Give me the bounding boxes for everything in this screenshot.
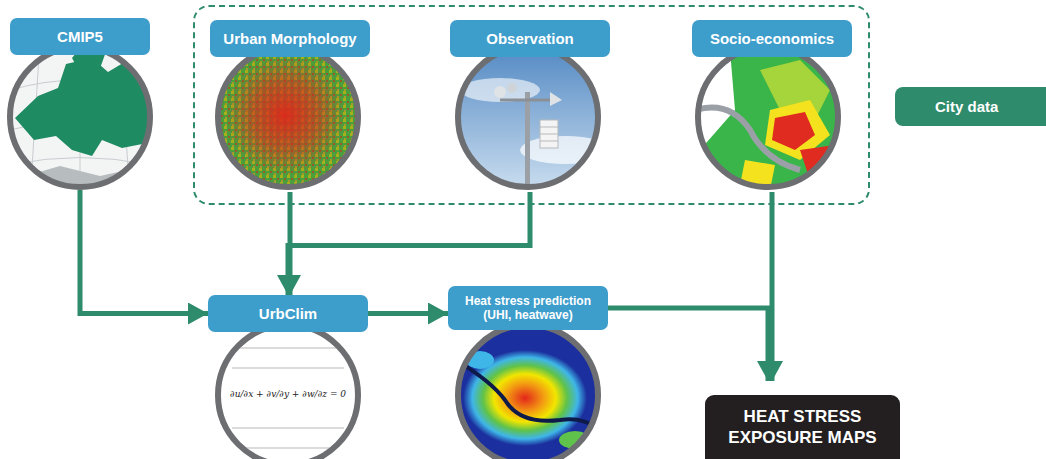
output-title: HEAT STRESS EXPOSURE MAPS xyxy=(715,406,890,448)
node-tab: Observation xyxy=(450,20,610,57)
node-tab: CMIP5 xyxy=(10,18,150,55)
group-label: City data xyxy=(895,87,1046,126)
source-node: Observation xyxy=(450,20,610,192)
source-node: Heat stress prediction (UHI, heatwave) xyxy=(448,286,608,459)
node-tab: UrbClim xyxy=(208,295,368,332)
urban-morphology-map xyxy=(210,40,370,200)
node-tab: Urban Morphology xyxy=(210,20,370,57)
heat-stress-map xyxy=(450,320,610,459)
socio-economic-map xyxy=(690,40,850,200)
node-tab: Socio-economics xyxy=(692,20,852,57)
node-tab: Heat stress prediction (UHI, heatwave) xyxy=(448,286,608,330)
flow-arrow xyxy=(368,311,448,316)
europe-map xyxy=(0,38,160,200)
flow-arrow xyxy=(80,190,208,314)
flow-arrow xyxy=(288,192,530,295)
flow-arrow xyxy=(608,308,768,381)
weather-station-photo xyxy=(450,40,610,202)
source-node: Socio-economics xyxy=(692,20,852,192)
output-box: HEAT STRESS EXPOSURE MAPS xyxy=(705,395,900,459)
source-node: UrbClim xyxy=(208,295,368,459)
flow-arrow xyxy=(770,192,775,381)
source-node: Urban Morphology xyxy=(210,20,370,192)
source-node: CMIP5 xyxy=(10,18,150,190)
city-data-group: City dataUrban MorphologyObservationSoci… xyxy=(193,5,870,205)
equation-label: ∂u/∂x + ∂v/∂y + ∂w/∂z = 0 xyxy=(228,388,348,400)
